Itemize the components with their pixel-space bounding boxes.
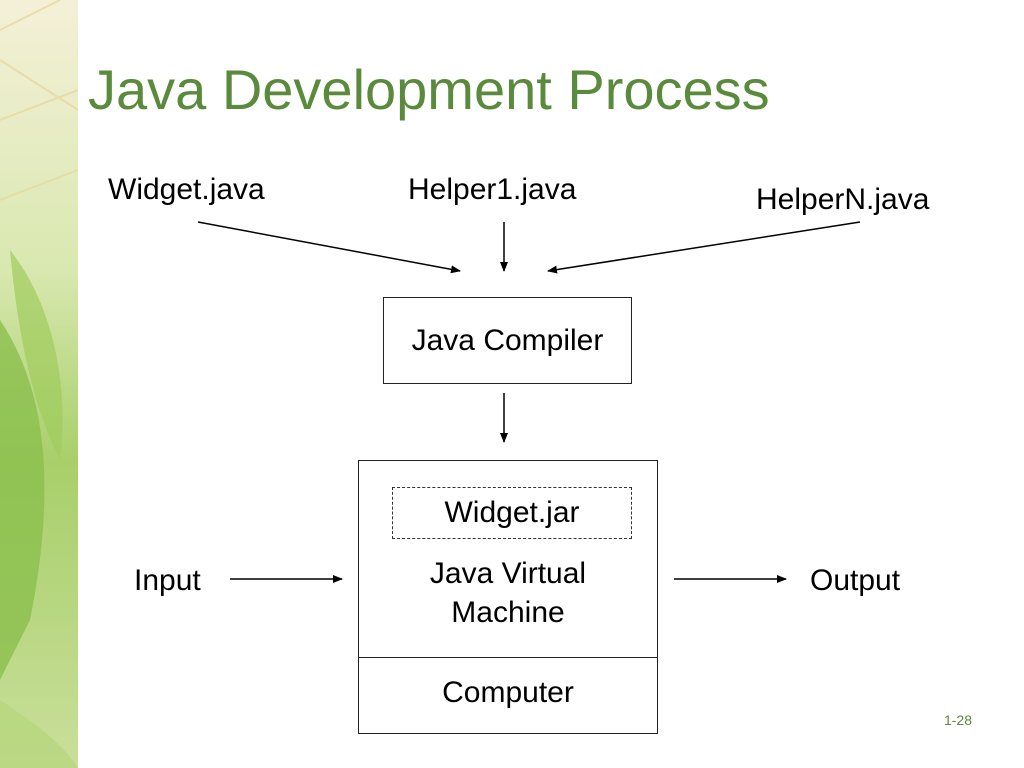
jvm-label-line1: Java Virtual [429,557,587,590]
jvm-computer-box: Widget.jar Java Virtual Machine Computer [358,460,658,734]
leaf-decoration-graphic [0,0,78,768]
arrow-helpern-to-compiler [547,221,861,274]
decorative-side-strip [0,0,78,768]
java-compiler-box: Java Compiler [383,297,632,384]
helpern-java-label: HelperN.java [756,183,930,216]
input-label: Input [134,564,201,597]
jvm-label-line2: Machine [451,596,565,629]
slide-title: Java Development Process [88,58,770,121]
helper1-java-label: Helper1.java [408,173,577,206]
java-compiler-label: Java Compiler [411,324,604,357]
output-label: Output [810,564,901,597]
page-number: 1-28 [943,712,972,728]
arrow-widget-to-compiler [197,221,461,274]
widget-jar-box: Widget.jar [392,487,632,539]
widget-jar-label: Widget.jar [444,496,580,529]
widget-java-label: Widget.java [108,173,265,206]
jvm-computer-divider [359,657,657,658]
computer-label: Computer [442,676,574,709]
